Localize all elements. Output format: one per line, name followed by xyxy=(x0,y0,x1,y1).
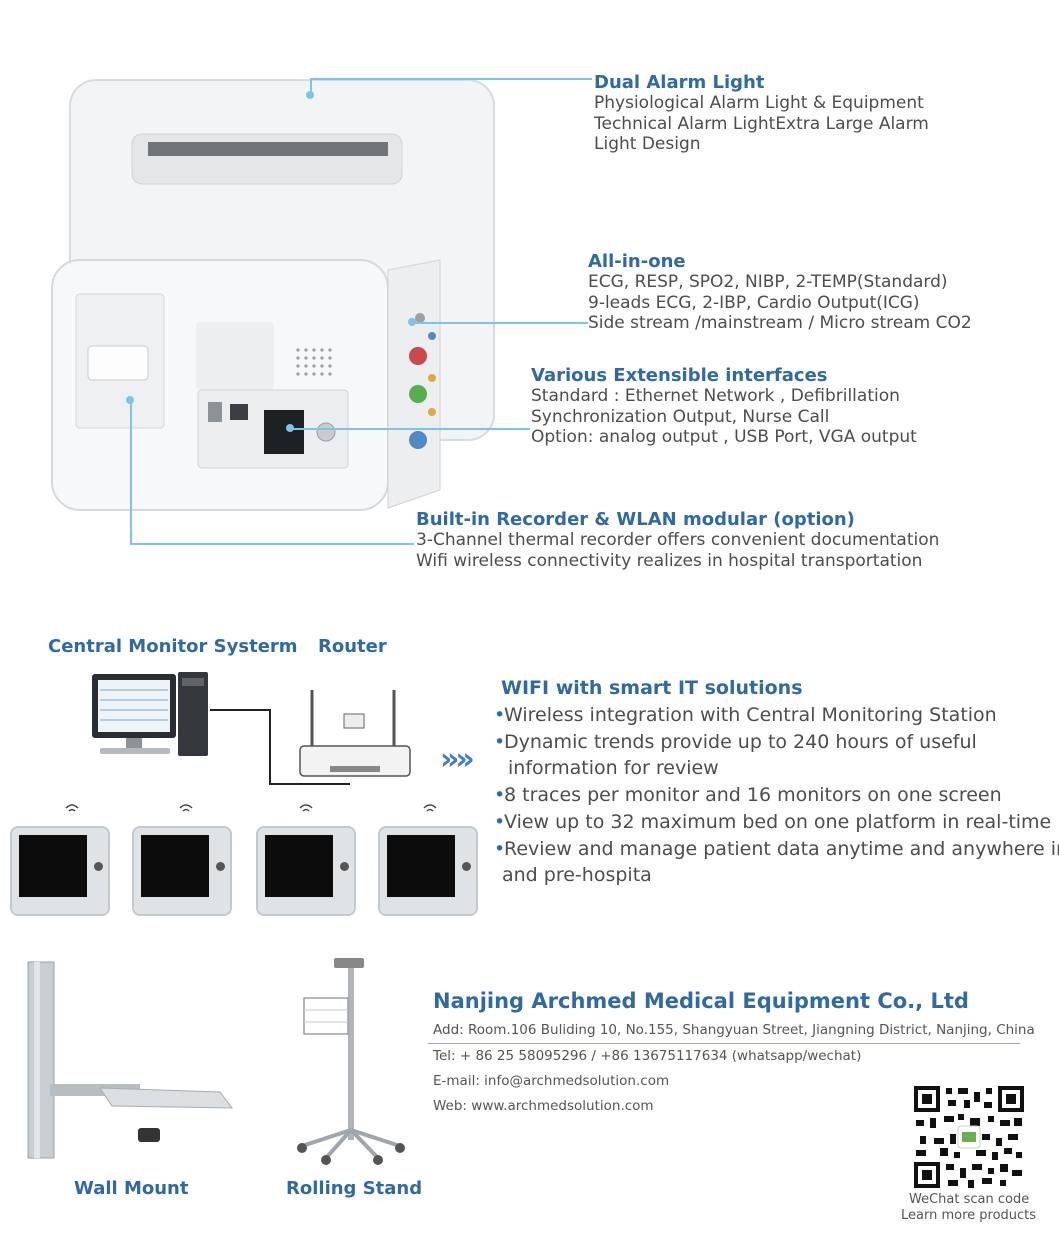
callout-title: Dual Alarm Light xyxy=(594,72,765,93)
bedside-monitor-image xyxy=(132,826,232,916)
callout-recorder-wlan: Built-in Recorder & WLAN modular (option… xyxy=(416,509,939,571)
list-item-continuation: information for review xyxy=(508,757,719,780)
callout-title: All-in-one xyxy=(588,251,686,272)
bedside-monitor-image xyxy=(10,826,110,916)
callout-line: 9-leads ECG, 2-IBP, Cardio Output(ICG) xyxy=(588,292,920,313)
divider xyxy=(428,1043,1020,1044)
list-item: •8 traces per monitor and 16 monitors on… xyxy=(494,782,1059,809)
rolling-stand-image xyxy=(297,958,405,1165)
callout-extensible-interfaces: Various Extensible interfaces Standard :… xyxy=(531,365,917,448)
monitor-rear-illustration xyxy=(51,79,495,511)
list-item: •Dynamic trends provide up to 240 hours … xyxy=(494,729,1059,756)
router-image xyxy=(299,690,411,777)
company-web[interactable]: Web: www.archmedsolution.com xyxy=(433,1098,654,1114)
callout-line: Wifi wireless connectivity realizes in h… xyxy=(416,550,923,571)
list-item: •Review and manage patient data anytime … xyxy=(494,836,1059,863)
callout-line: ECG, RESP, SPO2, NIBP, 2-TEMP(Standard) xyxy=(588,272,948,292)
wall-mount-label: Wall Mount xyxy=(74,1178,189,1199)
callout-dual-alarm-light: Dual Alarm Light Physiological Alarm Lig… xyxy=(594,72,929,155)
company-email[interactable]: E-mail: info@archmedsolution.com xyxy=(433,1073,670,1089)
wifi-section-title: WIFI with smart IT solutions xyxy=(501,677,803,699)
callout-line: Standard : Ethernet Network , Defibrilla… xyxy=(531,386,900,406)
callout-line: Light Design xyxy=(594,134,701,154)
bedside-monitor-image xyxy=(378,826,478,916)
list-item-continuation: and pre-hospita xyxy=(502,864,652,887)
bullet-dot-icon: • xyxy=(494,704,506,726)
wifi-bullet-list: •Wireless integration with Central Monit… xyxy=(494,702,1059,889)
central-station-pc-image xyxy=(92,672,208,756)
callout-line: Technical Alarm LightExtra Large Alarm xyxy=(594,113,929,134)
wall-mount-image xyxy=(27,961,234,1159)
qr-code-image xyxy=(912,1084,1026,1190)
company-address: Add: Room.106 Buliding 10, No.155, Shang… xyxy=(433,1022,1035,1038)
company-tel: Tel: + 86 25 58095296 / +86 13675117634 … xyxy=(433,1048,862,1064)
callout-line: Side stream /mainstream / Micro stream C… xyxy=(588,313,972,333)
callout-line: Physiological Alarm Light & Equipment xyxy=(594,93,924,113)
callout-line: Synchronization Output, Nurse Call xyxy=(531,406,830,427)
callout-all-in-one: All-in-one ECG, RESP, SPO2, NIBP, 2-TEMP… xyxy=(588,251,972,334)
callout-line: Option: analog output , USB Port, VGA ou… xyxy=(531,427,917,447)
central-monitor-label: Central Monitor Systerm xyxy=(48,636,298,657)
wifi-icons xyxy=(65,804,437,812)
bullet-dot-icon: • xyxy=(494,730,506,753)
callout-line: 3-Channel thermal recorder offers conven… xyxy=(416,530,940,550)
callout-title: Various Extensible interfaces xyxy=(531,365,828,386)
bullet-dot-icon: • xyxy=(494,837,506,860)
router-label: Router xyxy=(318,636,387,657)
network-connection-lines xyxy=(210,709,350,785)
qr-caption-wechat: WeChat scan code xyxy=(909,1192,1030,1207)
rolling-stand-label: Rolling Stand xyxy=(286,1178,423,1199)
bedside-monitor-image xyxy=(256,826,356,916)
callout-title: Built-in Recorder & WLAN modular (option… xyxy=(416,509,855,530)
qr-caption-learn-more: Learn more products xyxy=(901,1208,1037,1223)
bullet-dot-icon: • xyxy=(494,784,506,807)
list-item: •View up to 32 maximum bed on one platfo… xyxy=(494,809,1059,836)
bullet-dot-icon: • xyxy=(494,810,506,833)
chevron-arrows-icon: »» xyxy=(440,742,475,777)
company-name: Nanjing Archmed Medical Equipment Co., L… xyxy=(433,989,969,1013)
list-item: •Wireless integration with Central Monit… xyxy=(494,702,1059,729)
